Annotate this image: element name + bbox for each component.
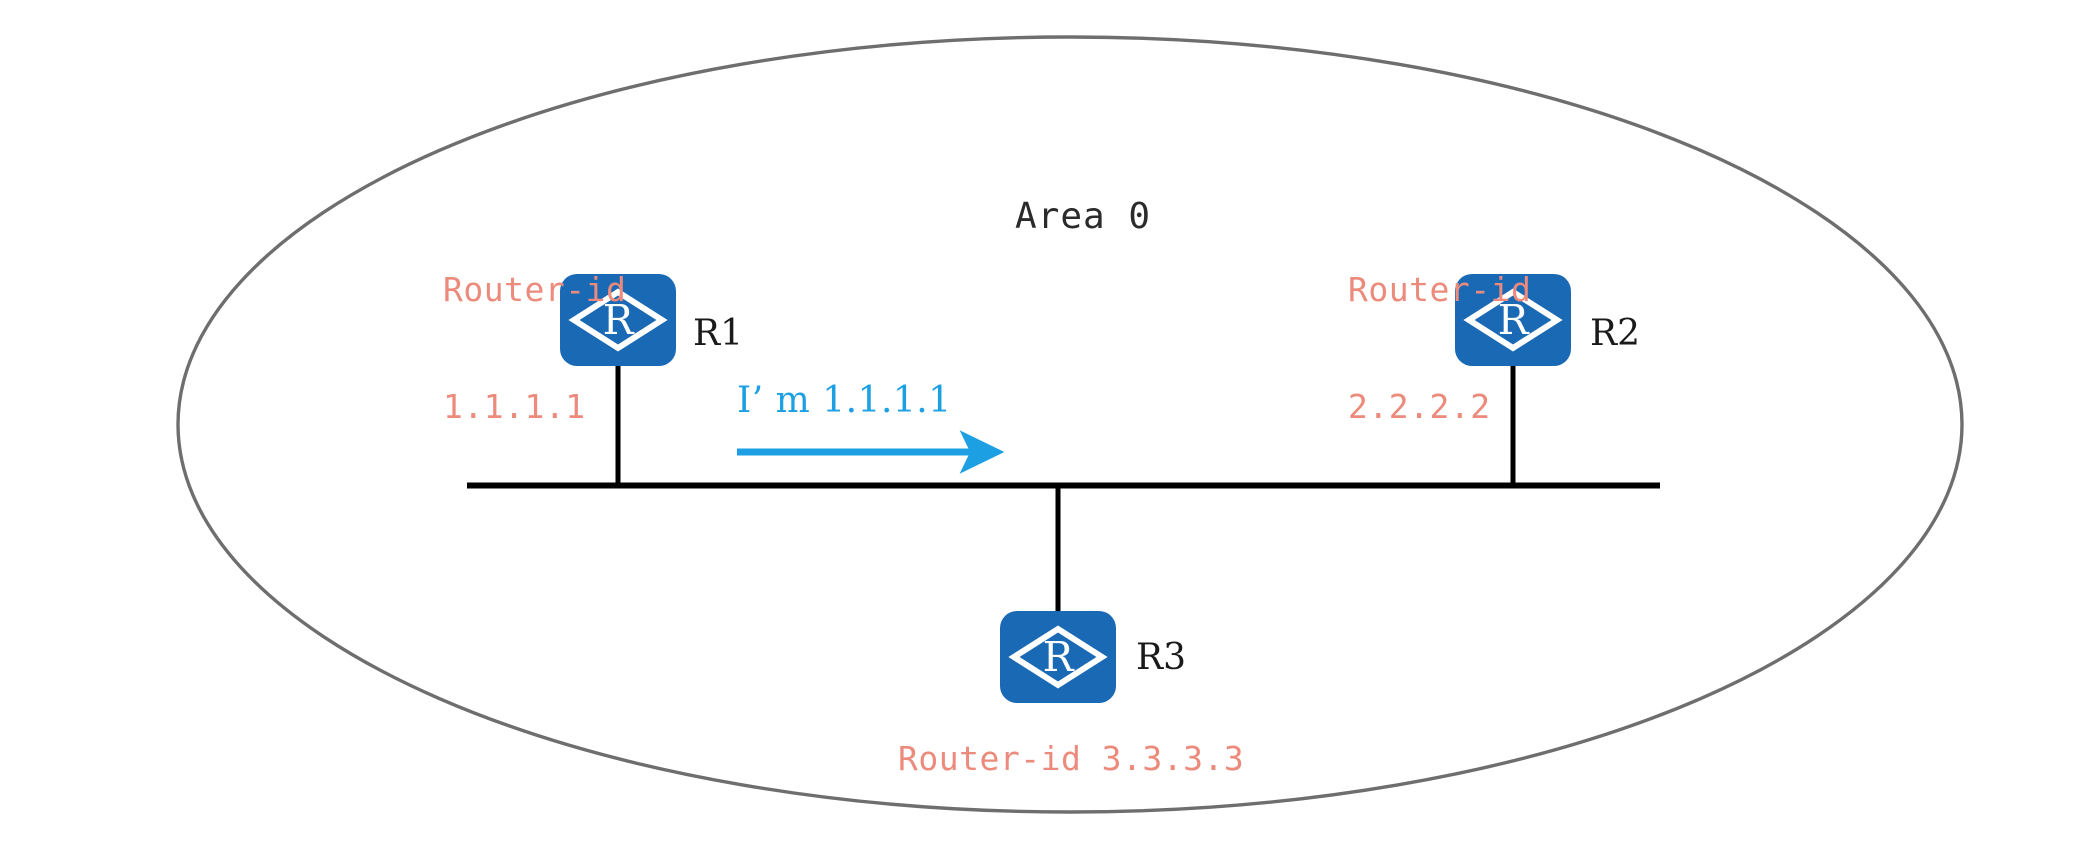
router-icon-r1[interactable]: R: [560, 274, 676, 366]
router-label-r2: R2: [1590, 313, 1641, 354]
hello-message-label: I’ m 1.1.1.1: [737, 380, 952, 421]
svg-text:R: R: [603, 296, 635, 344]
router-id-caption-r1-line2: 1.1.1.1: [443, 386, 586, 426]
svg-text:R: R: [1043, 633, 1075, 681]
router-id-caption-r1-line1: Router-id: [443, 269, 627, 309]
router-label-r3: R3: [1136, 637, 1187, 678]
area-boundary-ellipse: [176, 35, 1964, 814]
router-id-caption-r3: Router-id 3.3.3.3: [898, 739, 1245, 778]
router-id-caption-r2: Router-id 2.2.2.2: [1348, 193, 1531, 505]
router-id-caption-r1: Router-id 1.1.1.1: [443, 193, 626, 505]
router-label-r1: R1: [693, 313, 744, 354]
area-title-label: Area 0: [1015, 196, 1152, 237]
router-icon-r3[interactable]: R: [1000, 611, 1116, 703]
router-id-caption-r2-line1: Router-id: [1348, 269, 1532, 309]
svg-text:R: R: [1498, 296, 1530, 344]
router-id-caption-r2-line2: 2.2.2.2: [1348, 386, 1491, 426]
router-icon-r2[interactable]: R: [1455, 274, 1571, 366]
